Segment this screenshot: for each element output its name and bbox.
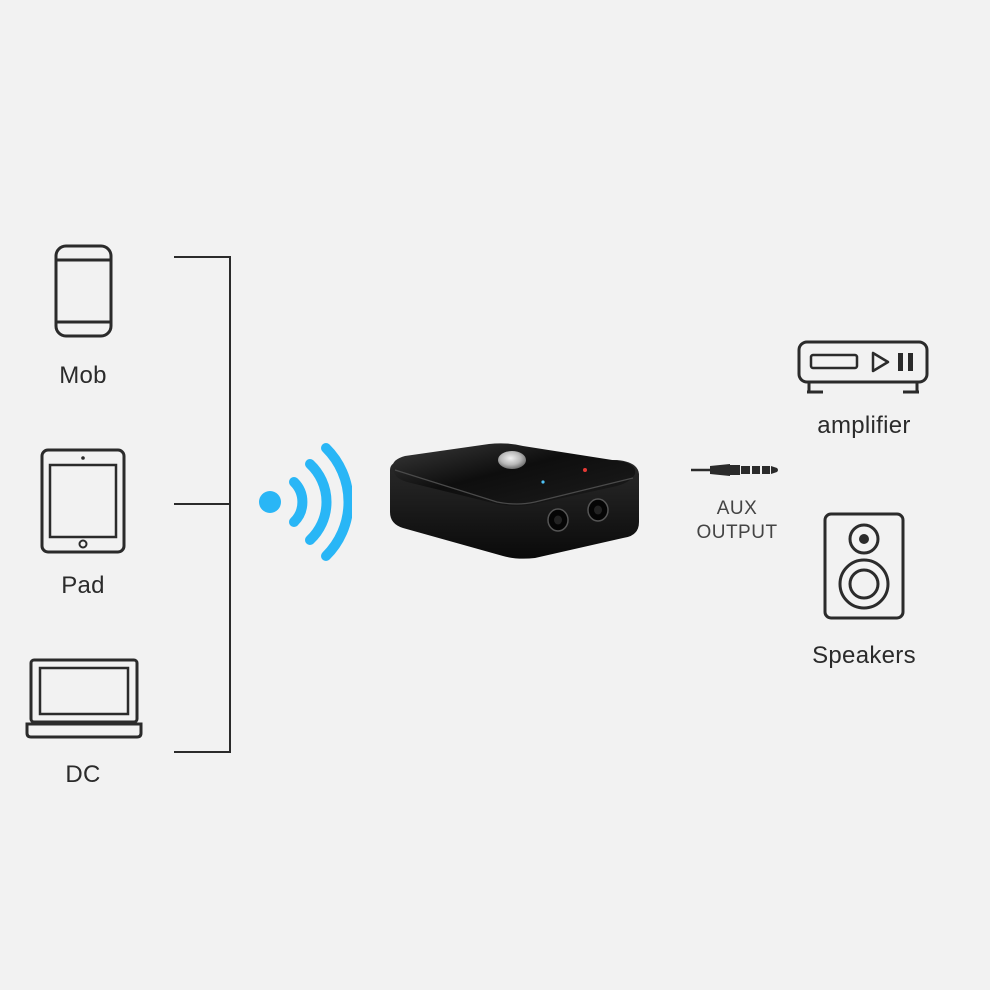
laptop-icon <box>25 658 143 739</box>
smartphone-icon <box>54 244 113 338</box>
source-label-pad: Pad <box>61 572 105 599</box>
wifi-signal-icon <box>259 443 352 561</box>
aux-label-line1: AUX <box>716 498 758 519</box>
target-label-speakers: Speakers <box>812 642 916 669</box>
speaker-icon <box>823 512 905 620</box>
target-label-amplifier: amplifier <box>817 412 911 439</box>
aux-label-line2: OUTPUT <box>696 522 778 543</box>
aux-output-label: AUX OUTPUT <box>687 497 787 545</box>
tablet-icon <box>40 448 126 554</box>
bluetooth-receiver-device <box>390 443 639 559</box>
source-label-dc: DC <box>65 761 101 788</box>
source-bracket <box>174 256 231 753</box>
source-mob <box>40 240 130 400</box>
amplifier-icon <box>797 340 929 394</box>
source-label-mob: Mob <box>59 362 107 389</box>
audio-jack-icon <box>691 464 778 476</box>
